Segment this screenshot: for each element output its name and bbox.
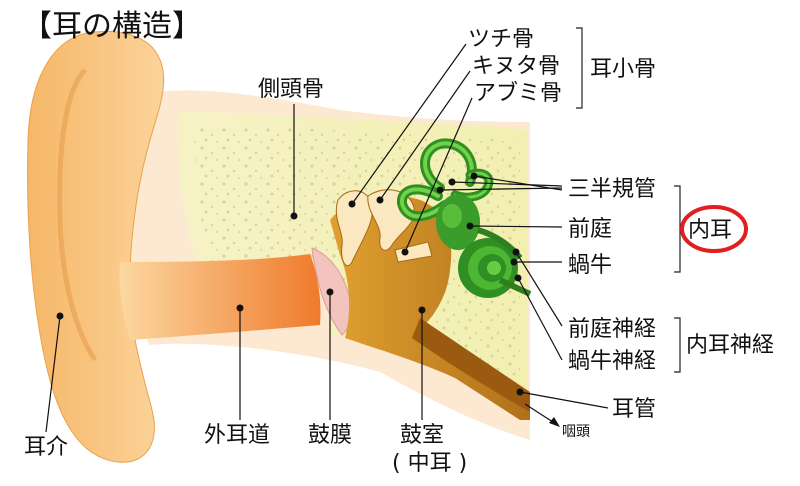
leader-dots <box>56 172 524 396</box>
external-canal-shape <box>119 254 321 340</box>
label-external-canal: 外耳道 <box>204 423 270 448</box>
label-eustachian-tube: 耳管 <box>612 397 656 422</box>
label-vestibule: 前庭 <box>568 217 612 242</box>
leader-lines <box>45 43 609 433</box>
label-malleus: ツチ骨 <box>468 27 534 52</box>
label-vestibular-nerve: 前庭神経 <box>568 317 656 342</box>
label-incus: キヌタ骨 <box>472 54 560 79</box>
label-inner-ear: 内耳 <box>688 218 732 243</box>
label-tympanic-cavity: 鼓室 <box>400 423 444 448</box>
malleus-shape <box>335 190 373 267</box>
eustachian-tube-shape <box>412 318 530 412</box>
label-cochlear-nerve: 蝸牛神経 <box>568 349 656 374</box>
label-temporal-bone: 側頭骨 <box>258 77 324 102</box>
vestibule-highlight <box>442 204 462 228</box>
label-eardrum: 鼓膜 <box>308 423 352 448</box>
label-middle-ear: ( 中耳 ) <box>392 451 467 476</box>
label-pharynx: 咽頭 <box>562 424 590 440</box>
stapes-shape <box>394 241 433 263</box>
page-title: 【耳の構造】 <box>22 9 202 44</box>
label-semicircular-canals: 三半規管 <box>568 177 656 202</box>
label-stapes: アブミ骨 <box>474 81 562 106</box>
label-ossicles: 耳小骨 <box>590 57 656 82</box>
label-vestibulocochlear-nerve: 内耳神経 <box>686 333 774 358</box>
label-cochlea: 蝸牛 <box>568 253 612 278</box>
cochlear-nerve-shape <box>498 277 532 297</box>
middle-ear-cavity <box>330 195 530 420</box>
inner-ear-highlight-circle <box>680 205 748 253</box>
label-auricle: 耳介 <box>24 435 68 460</box>
auricle-fold <box>57 68 98 362</box>
